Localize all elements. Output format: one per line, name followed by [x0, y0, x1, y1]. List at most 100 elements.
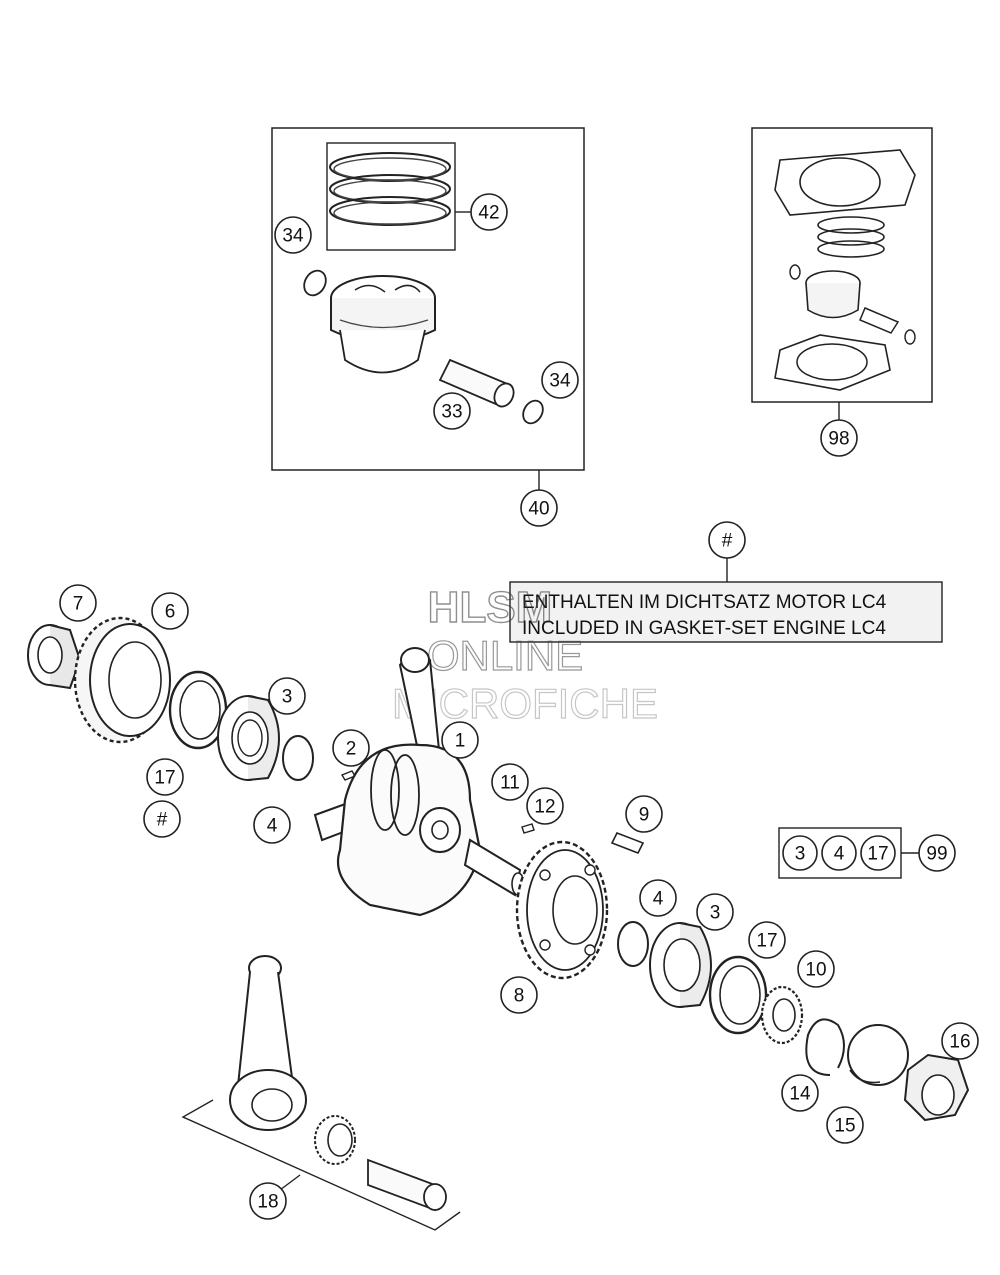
callout-c98: 98 — [820, 419, 858, 457]
callout-c14: 14 — [781, 1074, 819, 1112]
callout-c4b: 4 — [639, 879, 677, 917]
callout-circle — [696, 893, 734, 931]
conrod-kit-group — [181, 955, 461, 1231]
callout-label: 3 — [282, 687, 293, 708]
callout-label: 11 — [500, 773, 520, 794]
conrod — [229, 955, 307, 1131]
callout-circle — [274, 216, 312, 254]
callout-c10: 10 — [797, 950, 835, 988]
part-9-pin — [610, 831, 645, 855]
kit-piston — [805, 270, 861, 319]
kit-99-callout: 99 — [918, 834, 956, 872]
callout-circle — [500, 976, 538, 1014]
callout-label: 18 — [257, 1192, 278, 1213]
kit-piston-rings — [817, 216, 885, 258]
callouts: 1233446789101112141516171718333434404298… — [59, 193, 979, 1220]
crank-web — [336, 743, 482, 917]
kit-99-item-label: 17 — [867, 844, 888, 865]
watermark-line-2: ONLINE — [427, 632, 583, 679]
callout-circle — [625, 795, 663, 833]
kit-99-item: 4 — [821, 835, 857, 871]
callout-c9: 9 — [625, 795, 663, 833]
part-3-bearing-left — [217, 695, 280, 781]
callout-c34b: 34 — [541, 361, 579, 399]
callout-circle — [59, 584, 97, 622]
note-box: ENTHALTEN IM DICHTSATZ MOTOR LC4 INCLUDE… — [509, 558, 943, 643]
watermark-line-1: HLSM — [428, 583, 553, 632]
note-line-en: INCLUDED IN GASKET-SET ENGINE LC4 — [522, 618, 886, 639]
piston-pin — [438, 358, 515, 408]
top-end-kit-frame — [751, 127, 933, 403]
callout-label: 12 — [534, 797, 555, 818]
note-line-de: ENTHALTEN IM DICHTSATZ MOTOR LC4 — [522, 592, 887, 613]
kit-pin — [859, 307, 900, 334]
callout-label: 15 — [834, 1116, 855, 1137]
callout-c1: 1 — [441, 721, 479, 759]
callout-circle — [249, 1182, 287, 1220]
base-gasket — [774, 334, 891, 391]
note-hash-label: # — [722, 531, 733, 552]
callout-c33: 33 — [433, 392, 471, 430]
part-10-sprocket — [760, 985, 804, 1045]
callout-circle — [433, 392, 471, 430]
watermark: HLSM ONLINE MICROFICHE — [391, 582, 658, 727]
callout-circle — [639, 879, 677, 917]
callout-circle — [491, 763, 529, 801]
callout-c42: 42 — [470, 193, 508, 231]
top-end-kit-group — [751, 127, 933, 420]
callout-label: 33 — [441, 402, 462, 423]
callout-circle — [941, 1022, 979, 1060]
circlip-right — [522, 399, 544, 425]
callout-label: 17 — [154, 768, 175, 789]
kit-99-label: 99 — [926, 844, 947, 865]
needle-bearing — [314, 1115, 356, 1165]
callout-hash1: # — [143, 800, 181, 838]
kit-99-item-label: 4 — [834, 844, 845, 865]
part-16-nut — [903, 1053, 970, 1122]
part-15-washer — [847, 1024, 909, 1086]
callout-label: 14 — [789, 1084, 811, 1105]
right-side-parts — [617, 921, 970, 1122]
callout-label: 4 — [653, 889, 664, 910]
part-3-bearing-right — [649, 922, 712, 1008]
callout-c8: 8 — [500, 976, 538, 1014]
callout-c7: 7 — [59, 584, 97, 622]
callout-circle — [781, 1074, 819, 1112]
piston-rings — [329, 152, 451, 226]
left-side-parts — [27, 616, 357, 781]
part-8-gear — [515, 840, 609, 980]
piston-kit-frame — [271, 127, 585, 471]
callout-c34a: 34 — [274, 216, 312, 254]
callout-label: 9 — [639, 805, 650, 826]
part-4-shim-left — [282, 735, 314, 781]
callout-label: 42 — [478, 203, 499, 224]
callout-label: 34 — [549, 371, 571, 392]
kit-99-box — [778, 827, 919, 879]
callout-label: 8 — [514, 986, 525, 1007]
conrod-kit-bracket — [181, 1099, 461, 1231]
callout-c40: 40 — [520, 489, 558, 527]
callout-c11: 11 — [491, 763, 529, 801]
callout-circle — [143, 800, 181, 838]
callout-c18: 18 — [249, 1182, 287, 1220]
callout-label: 10 — [805, 960, 826, 981]
note-hash-callout: # — [708, 521, 746, 559]
callout-circle — [820, 419, 858, 457]
callout-circle — [541, 361, 579, 399]
callout-circle — [268, 677, 306, 715]
callout-circle — [526, 787, 564, 825]
part-4-shim-right — [617, 921, 649, 967]
callout-c12: 12 — [526, 787, 564, 825]
callout-label: 2 — [346, 739, 357, 760]
callout-circle — [151, 592, 189, 630]
callout-c15: 15 — [826, 1106, 864, 1144]
part-17-seal — [168, 670, 228, 750]
callout-label: 98 — [828, 429, 849, 450]
callout-label: 40 — [528, 499, 549, 520]
callout-c17a: 17 — [146, 758, 184, 796]
callout-circle — [470, 193, 508, 231]
kit-99-item: 3 — [782, 835, 818, 871]
callout-c3b: 3 — [696, 893, 734, 931]
callout-circle — [826, 1106, 864, 1144]
